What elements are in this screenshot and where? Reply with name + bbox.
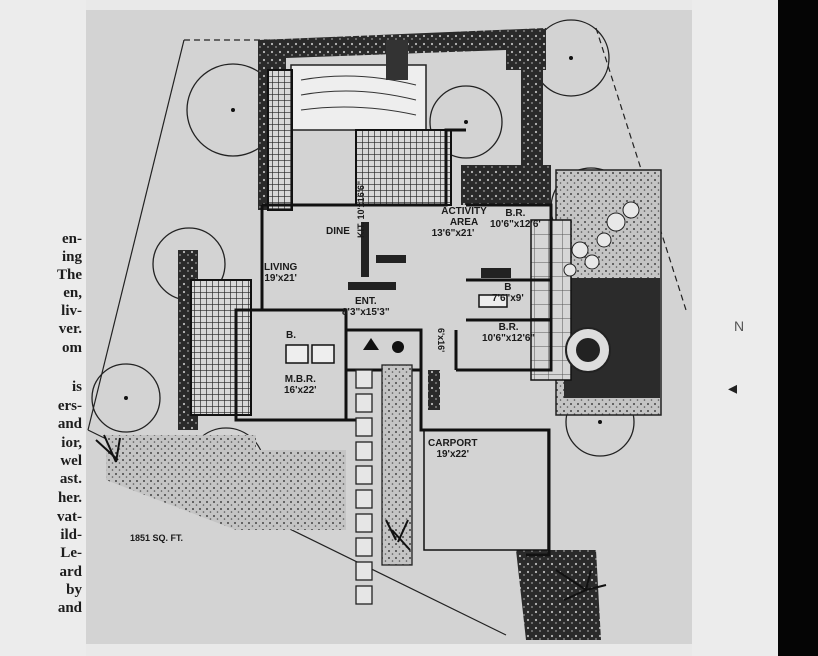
carport-label: CARPORT 19'x22' (428, 438, 477, 460)
carport-name: CARPORT (428, 438, 478, 449)
master-bedroom-label: M.B.R. 16'x22' (284, 374, 317, 396)
living-terrace-grid (267, 69, 293, 211)
text-line: ing (61, 249, 82, 265)
entry-planter (381, 364, 413, 566)
activity-terrace-grid (355, 129, 452, 206)
floor-plan-figure: ACTIVITY AREA 13'6"x21' DINE KIT. 10'x16… (86, 10, 692, 644)
text-line: ast. (59, 471, 82, 487)
entry-size: 8'3"x15'3" (342, 307, 390, 318)
kitchen-label: KIT. 10'x16'6" (356, 181, 367, 238)
hall-size-label: 6'x16' (436, 328, 446, 353)
entry-name: ENT. (354, 296, 377, 307)
activity-area-size: 13'6"x21' (431, 228, 475, 239)
scan-edge (778, 0, 818, 656)
bath-label: B 7'6"x9' (492, 282, 524, 304)
kitchen-fixtures (348, 222, 511, 290)
n-mark: N (734, 318, 745, 334)
bath-name: B (504, 282, 512, 293)
entry-label: ENT. 8'3"x15'3" (342, 296, 390, 318)
text-line: ild- (60, 527, 82, 543)
living-name: LIVING (264, 262, 298, 273)
entry-fixtures (363, 338, 404, 353)
master-bedroom-size: 16'x22' (284, 385, 317, 396)
text-line: by (66, 582, 82, 598)
bath-size: 7'6"x9' (492, 293, 524, 304)
activity-area-label: ACTIVITY AREA 13'6"x21' (413, 206, 493, 239)
text-line: Le- (60, 545, 82, 561)
text-line: and (57, 416, 82, 432)
bedroom-one-label: B.R. 10'6"x12'6' (490, 208, 541, 230)
text-line: The (56, 267, 82, 283)
square-footage-label: 1851 SQ. FT. (130, 533, 184, 543)
text-line: vat- (57, 509, 82, 525)
text-line: ior, (61, 435, 82, 451)
bedroom-one-name: B.R. (505, 208, 526, 219)
text-line: ers- (57, 398, 82, 414)
dine-label: DINE (326, 226, 350, 237)
text-line: is (71, 379, 82, 395)
bedroom-one-size: 10'6"x12'6' (490, 219, 541, 230)
living-size: 19'x21' (264, 273, 297, 284)
text-line: her. (57, 490, 82, 506)
bath-fixtures (285, 294, 508, 364)
text-line: liv- (61, 303, 82, 319)
master-terrace-grid (190, 279, 252, 416)
kitchen-name: KIT. (356, 221, 366, 238)
carport-slab (423, 429, 549, 551)
living-label: LIVING 19'x21' (264, 262, 297, 284)
bedroom-two-size: 10'6"x12'6" (482, 333, 536, 344)
article-column-text: en- ing The en, liv- ver. om is ers- and… (0, 0, 86, 656)
text-line: wel (60, 453, 82, 469)
page-margin: N ◂ (692, 0, 778, 656)
master-bath-label: B. (286, 330, 296, 341)
garden-stones (563, 201, 640, 277)
text-line: and (57, 600, 82, 616)
text-line: ver. (58, 321, 82, 337)
bedroom-two-name: B.R. (498, 322, 519, 333)
floor-plan-drawing (87, 19, 687, 640)
kitchen-size: 10'x16'6" (356, 180, 366, 220)
text-line: en, (63, 285, 82, 301)
text-line: om (62, 340, 82, 356)
master-bedroom-name: M.B.R. (284, 374, 316, 385)
shrubs (95, 434, 607, 601)
activity-area-name: ACTIVITY AREA (441, 206, 487, 228)
bedroom-two-label: B.R. 10'6"x12'6" (482, 322, 535, 344)
text-line: ard (59, 564, 83, 580)
fountain (386, 40, 408, 80)
carport-size: 19'x22' (436, 449, 470, 460)
arrow-mark: ◂ (728, 378, 738, 398)
text-line: en- (62, 231, 82, 247)
stepping-stones (355, 369, 373, 605)
